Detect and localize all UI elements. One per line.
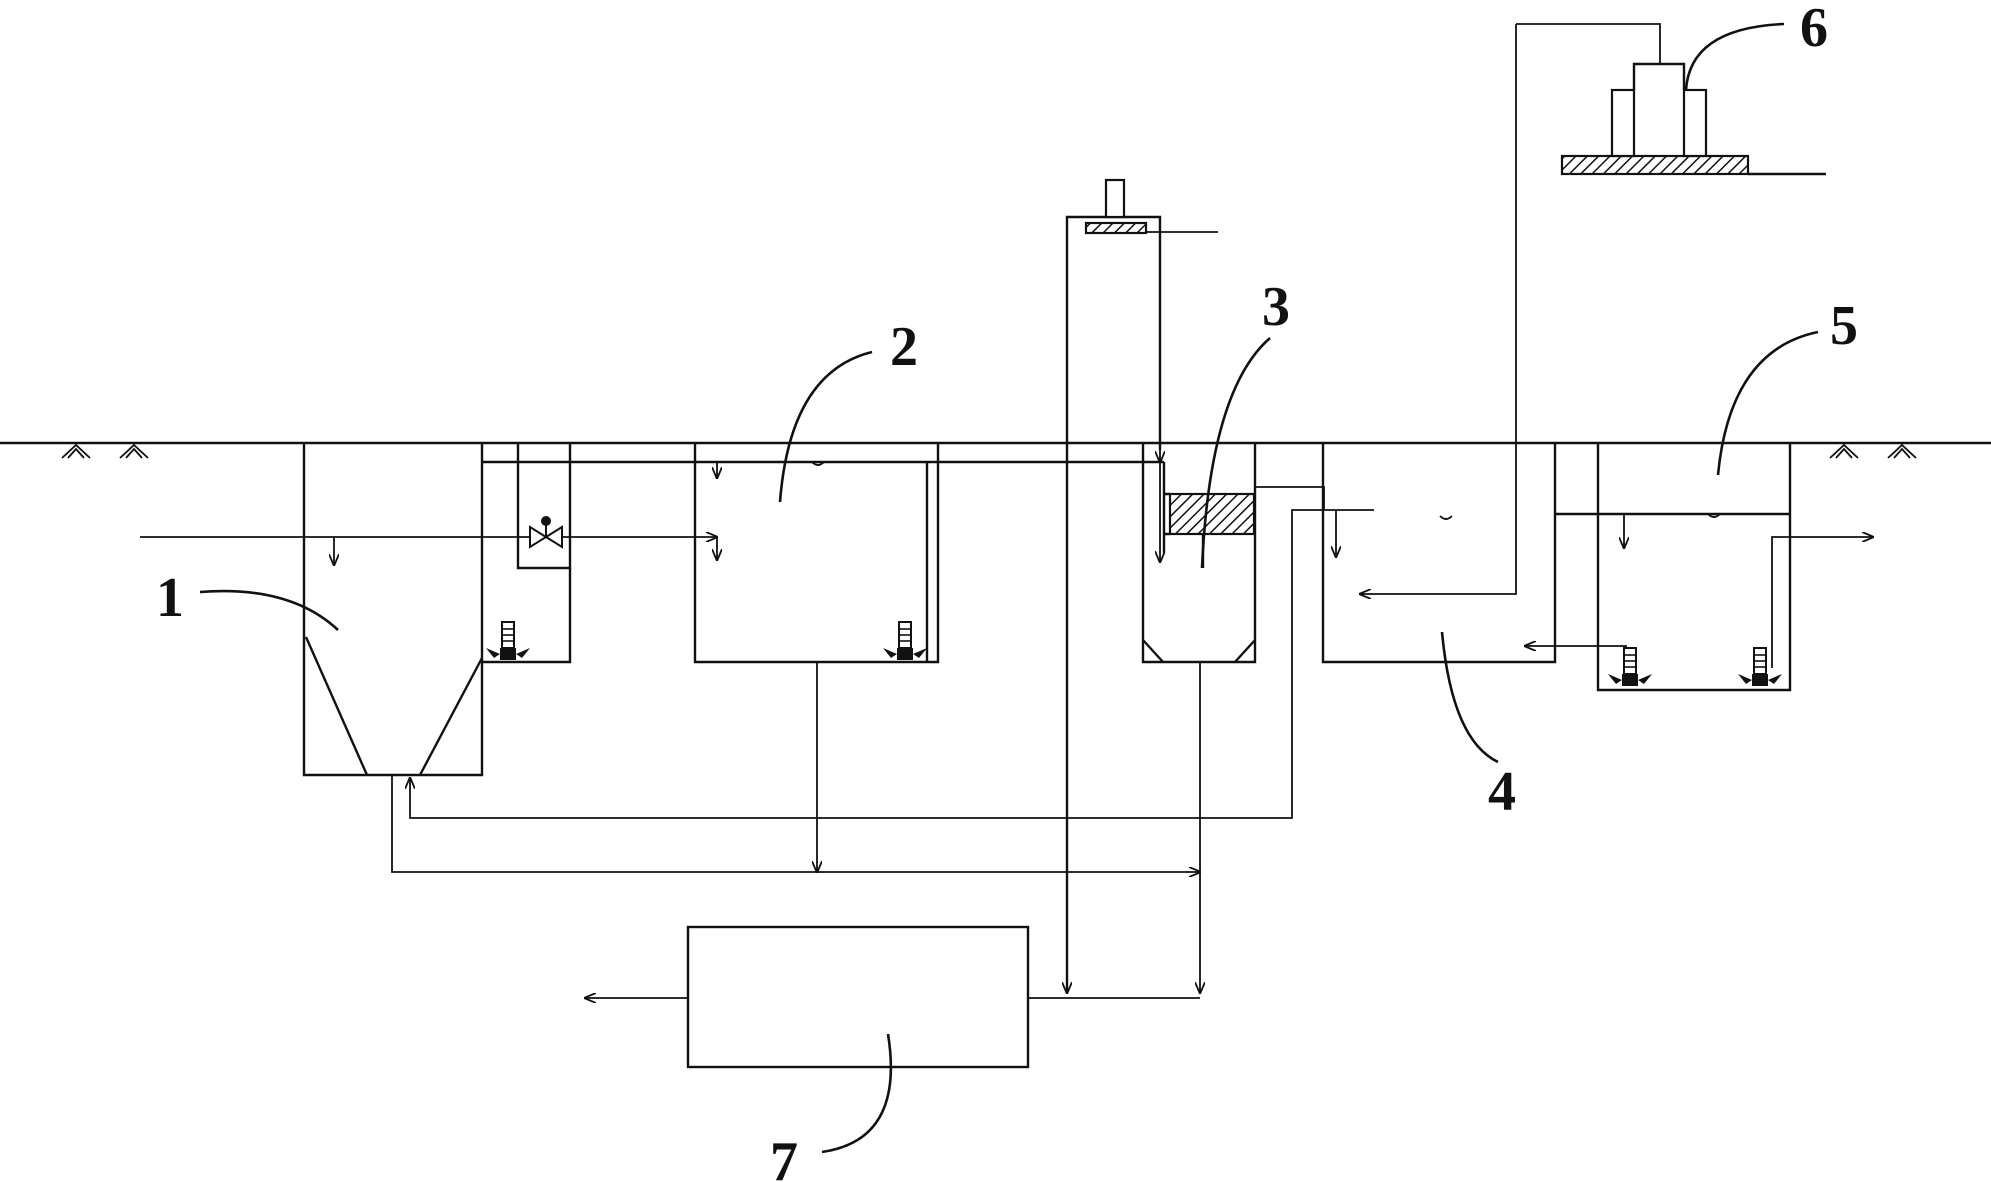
- label-4: 4: [1488, 761, 1516, 823]
- submersible-pump-icon: [485, 621, 531, 661]
- submersible-pump-icon: [1737, 647, 1783, 687]
- valve-icon: [529, 516, 563, 549]
- label-2: 2: [890, 316, 918, 378]
- label-1: 1: [156, 567, 184, 629]
- submersible-pump-icon: [882, 621, 928, 661]
- ground-symbol-icon: [1829, 443, 1917, 459]
- unit-7-box: [585, 925, 1030, 1069]
- tank-3: [1141, 443, 1325, 664]
- tank-2: [693, 443, 940, 664]
- label-3: 3: [1262, 276, 1290, 338]
- tank-5: [1525, 443, 1873, 692]
- unit-6-equipment: [1560, 62, 1826, 176]
- callout-leaders: [199, 22, 1819, 1154]
- sludge-pipes: [391, 662, 1200, 999]
- label-7: 7: [770, 1131, 798, 1182]
- tower: [1065, 178, 1218, 993]
- submersible-pump-icon: [1607, 647, 1653, 687]
- tank-4: [410, 23, 1661, 819]
- tank-1: [140, 443, 717, 777]
- label-5: 5: [1830, 295, 1858, 357]
- valve-chamber: [481, 443, 1164, 664]
- label-6: 6: [1800, 0, 1828, 59]
- ground-symbol-icon: [61, 443, 149, 459]
